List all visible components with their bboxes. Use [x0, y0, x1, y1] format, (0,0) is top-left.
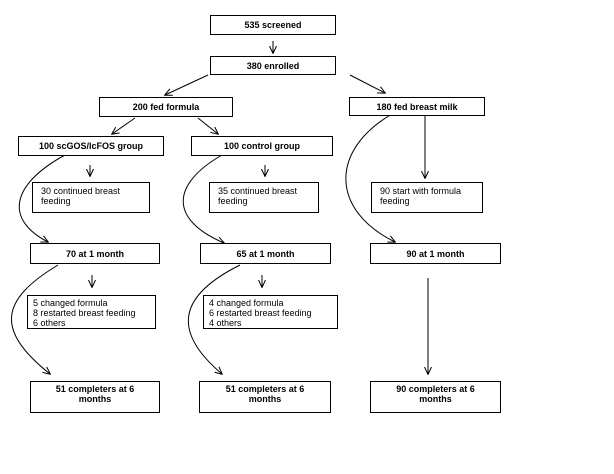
- arrow-enrolled-breastmilk: [349, 74, 385, 93]
- control-completers-line1: 51 completers at 6: [225, 384, 305, 394]
- breast-completers-line2: months: [419, 394, 452, 404]
- scgos-continued-box: 30 continued breast feeding: [32, 182, 150, 213]
- curve-scgos-completers: [11, 264, 59, 374]
- breast-completers-line1: 90 completers at 6: [396, 384, 475, 394]
- arrow-enrolled-formula: [165, 74, 209, 95]
- curve-control-1month: [182, 154, 224, 243]
- breast-start-formula-line1: 90 start with formula: [380, 186, 462, 196]
- control-1month-box: 65 at 1 month: [200, 243, 331, 264]
- curve-breast-1month: [345, 113, 395, 242]
- screened-box: 535 screened: [210, 15, 336, 35]
- scgos-1month-box: 70 at 1 month: [30, 243, 160, 264]
- control-continued-line2: feeding: [218, 196, 248, 206]
- fed-breast-milk-box: 180 fed breast milk: [349, 97, 485, 116]
- curve-control-completers: [187, 264, 241, 374]
- scgos-1month-label: 70 at 1 month: [65, 248, 124, 259]
- control-dropouts-line2: 6 restarted breast feeding: [209, 308, 312, 318]
- curve-scgos-1month: [18, 154, 66, 242]
- scgos-continued-line1: 30 continued breast: [41, 186, 121, 196]
- control-completers-line2: months: [248, 394, 282, 404]
- scgos-completers-box: 51 completers at 6 months: [30, 381, 160, 413]
- control-dropouts-box: 4 changed formula 6 restarted breast fee…: [203, 295, 338, 329]
- control-completers-box: 51 completers at 6 months: [199, 381, 331, 413]
- control-dropouts-line3: 4 others: [209, 318, 242, 328]
- breast-start-formula-line2: feeding: [380, 196, 410, 206]
- scgos-dropouts-line2: 8 restarted breast feeding: [33, 308, 136, 318]
- control-dropouts-line1: 4 changed formula: [209, 298, 284, 308]
- fed-breast-milk-label: 180 fed breast milk: [376, 101, 458, 112]
- control-group-box: 100 control group: [191, 136, 333, 156]
- breast-1month-box: 90 at 1 month: [370, 243, 501, 264]
- breast-start-formula-box: 90 start with formula feeding: [371, 182, 483, 213]
- breast-completers-box: 90 completers at 6 months: [370, 381, 501, 413]
- control-group-label: 100 control group: [223, 141, 300, 151]
- scgos-dropouts-box: 5 changed formula 8 restarted breast fee…: [27, 295, 156, 329]
- breast-1month-label: 90 at 1 month: [406, 248, 465, 259]
- control-continued-line1: 35 continued breast: [218, 186, 298, 196]
- enrolled-box: 380 enrolled: [210, 56, 336, 75]
- fed-formula-label: 200 fed formula: [132, 102, 200, 112]
- screened-label: 535 screened: [244, 20, 302, 30]
- fed-formula-box: 200 fed formula: [99, 97, 233, 117]
- scgos-dropouts-line3: 6 others: [33, 318, 66, 328]
- control-continued-box: 35 continued breast feeding: [209, 182, 319, 213]
- scgos-completers-line2: months: [78, 394, 112, 404]
- enrolled-label: 380 enrolled: [246, 60, 300, 71]
- scgos-continued-line2: feeding: [41, 196, 71, 206]
- scgos-group-box: 100 scGOS/lcFOS group: [18, 136, 164, 156]
- arrow-formula-scgos: [112, 117, 136, 134]
- scgos-dropouts-line1: 5 changed formula: [33, 298, 108, 308]
- scgos-group-label: 100 scGOS/lcFOS group: [38, 141, 144, 151]
- control-1month-label: 65 at 1 month: [236, 248, 295, 259]
- arrow-formula-control: [197, 117, 218, 134]
- scgos-completers-line1: 51 completers at 6: [55, 384, 135, 394]
